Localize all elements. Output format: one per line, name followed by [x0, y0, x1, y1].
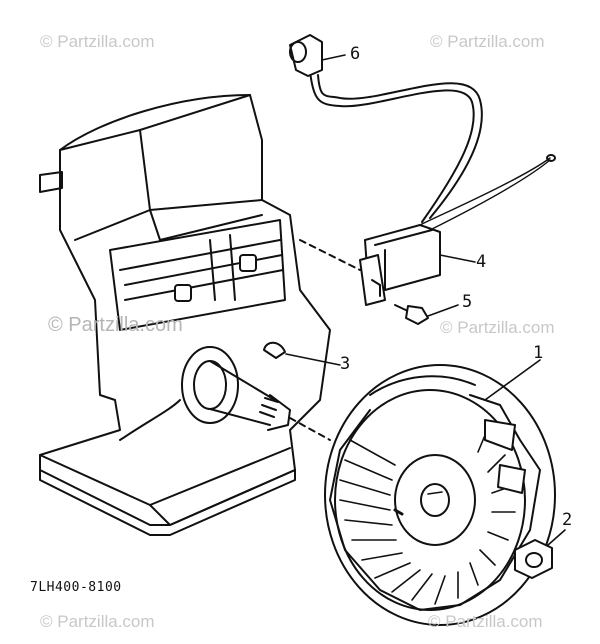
- flywheel-nut: [514, 529, 566, 579]
- watermark: © Partzilla.com: [40, 612, 155, 631]
- watermark: © Partzilla.com: [440, 318, 555, 337]
- spark-plug-cap: [289, 34, 346, 77]
- watermark: © Partzilla.com: [40, 32, 155, 51]
- callout-4: 4: [476, 252, 487, 272]
- watermark: © Partzilla.com: [430, 32, 545, 51]
- callout-6: 6: [350, 44, 361, 64]
- flywheel: [324, 359, 556, 626]
- callout-2: 2: [562, 510, 573, 530]
- callout-1: 1: [533, 343, 544, 363]
- watermark: © Partzilla.com: [428, 612, 543, 631]
- ignition-coil: [359, 154, 556, 306]
- callout-5: 5: [462, 292, 473, 312]
- coil-bolt: [394, 304, 459, 325]
- engine-block: [39, 94, 331, 536]
- diagram-code: 7LH400-8100: [30, 580, 122, 595]
- woodruff-key: [263, 341, 341, 366]
- crankshaft: [181, 346, 331, 441]
- callout-3: 3: [340, 354, 351, 374]
- high-tension-lead: [309, 71, 483, 223]
- watermark: © Partzilla.com: [48, 314, 183, 336]
